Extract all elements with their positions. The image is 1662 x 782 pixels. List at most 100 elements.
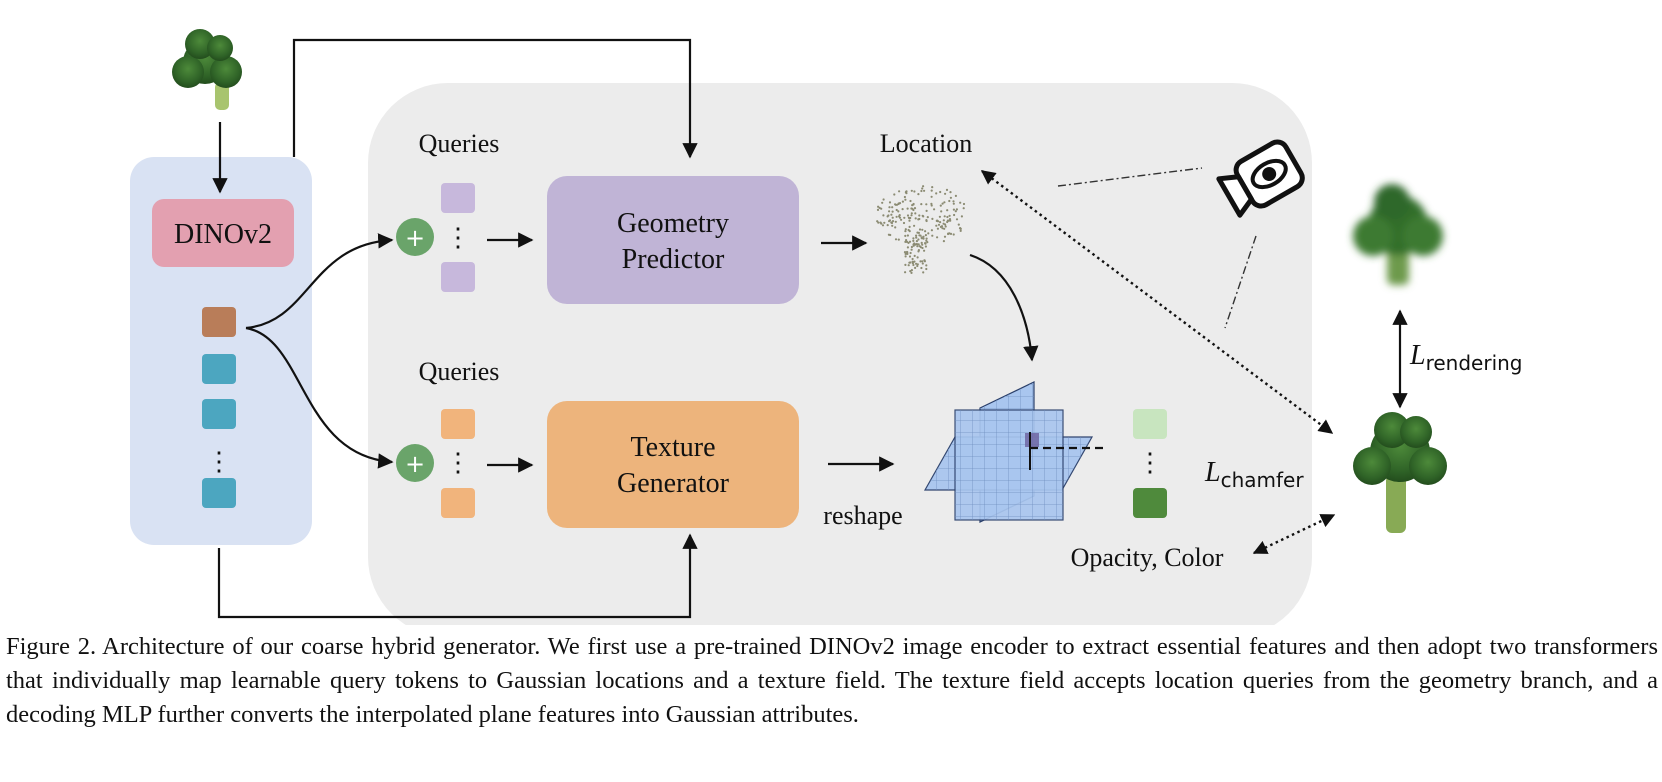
point-cloud-dot <box>910 245 914 249</box>
queries-label-top: Queries <box>419 129 500 158</box>
location-label: Location <box>880 129 972 158</box>
point-cloud-dot <box>920 241 923 244</box>
texture-generator-box <box>547 401 799 528</box>
point-cloud-dot <box>925 237 928 240</box>
plus-icon: + <box>396 444 434 482</box>
point-cloud-dot <box>912 237 915 240</box>
point-cloud-dot <box>905 252 909 255</box>
rendering-loss-label: Lrendering <box>1409 340 1523 375</box>
point-cloud-dot <box>894 226 897 229</box>
point-cloud-dot <box>904 228 907 231</box>
point-cloud-dot <box>906 214 910 217</box>
point-cloud-dot <box>943 235 947 238</box>
point-cloud-dot <box>917 218 920 221</box>
point-cloud-dot <box>944 225 947 228</box>
point-cloud-dot <box>923 259 926 262</box>
point-cloud-dot <box>935 224 938 227</box>
point-cloud-dot <box>941 202 944 205</box>
point-cloud-dot <box>909 261 912 264</box>
feature-ellipsis: ⋮ <box>206 447 232 476</box>
svg-text:+: + <box>405 450 425 478</box>
opacity-color-label: Opacity, Color <box>1071 543 1224 572</box>
point-cloud-dot <box>946 209 949 212</box>
point-cloud-dot <box>911 260 914 263</box>
point-cloud-dot <box>924 245 928 248</box>
point-cloud-dot <box>959 227 962 230</box>
point-cloud-dot <box>923 249 926 252</box>
point-cloud-dot <box>942 240 946 243</box>
point-cloud-dot <box>921 262 924 265</box>
point-cloud-dot <box>905 250 909 254</box>
point-cloud-dot <box>891 210 894 213</box>
point-cloud-dot <box>926 216 929 219</box>
point-cloud-dot <box>900 218 903 221</box>
point-cloud-dot <box>908 240 912 243</box>
point-cloud-dot <box>904 240 907 243</box>
texture-query-token <box>441 488 475 518</box>
point-cloud-dot <box>891 216 894 219</box>
input-broccoli-image <box>172 29 242 110</box>
queries-label-bottom: Queries <box>419 357 500 386</box>
point-cloud-dot <box>919 260 922 263</box>
point-cloud-dot <box>939 221 942 224</box>
point-cloud-dot <box>898 190 901 193</box>
point-cloud-dot <box>918 228 922 231</box>
point-cloud-dot <box>912 239 915 242</box>
point-cloud-dot <box>913 260 916 263</box>
point-cloud-dot <box>883 221 886 224</box>
point-cloud-dot <box>911 257 914 261</box>
reshape-label: reshape <box>823 501 902 530</box>
point-cloud-dot <box>954 210 957 213</box>
point-cloud-dot <box>904 230 907 233</box>
texture-query-token <box>441 409 475 439</box>
point-cloud-dot <box>943 201 946 204</box>
color-token <box>1133 488 1167 518</box>
point-cloud-dot <box>905 239 908 242</box>
point-cloud-dot <box>904 255 907 258</box>
point-cloud-dot <box>922 235 925 238</box>
cls-to-geometry-curve <box>245 233 394 330</box>
point-cloud-dot <box>930 189 933 192</box>
point-cloud-dot <box>903 216 906 219</box>
rendered-broccoli-image <box>1353 184 1443 285</box>
point-cloud-dot <box>889 233 892 237</box>
point-cloud-dot <box>920 189 923 193</box>
point-cloud-dot <box>876 220 879 223</box>
point-cloud-dot <box>918 214 921 217</box>
patch-feature-token <box>202 399 236 429</box>
point-cloud-dot <box>894 220 897 223</box>
point-cloud-dot <box>913 207 917 210</box>
point-cloud-dot <box>915 240 919 243</box>
point-cloud-dot <box>901 208 904 211</box>
point-cloud-dot <box>937 223 941 226</box>
caption-text: Architecture of our coarse hybrid genera… <box>6 633 1658 728</box>
point-cloud-dot <box>916 245 919 248</box>
point-cloud-dot <box>904 191 908 194</box>
dinov2-box <box>152 199 294 267</box>
point-cloud-dot <box>955 218 959 221</box>
point-cloud-dot <box>941 227 944 230</box>
point-cloud-dot <box>945 188 949 191</box>
point-cloud-dot <box>912 243 915 246</box>
geometry-query-ellipsis: ⋮ <box>445 223 471 252</box>
point-cloud-dot <box>943 227 946 230</box>
cls-to-texture-curve <box>245 326 394 469</box>
point-cloud-dot <box>907 241 910 244</box>
point-cloud-dot <box>923 189 926 192</box>
attribute-loss-arrow <box>1252 513 1336 555</box>
geometry-query-token <box>441 183 475 213</box>
point-cloud-dot <box>955 208 959 211</box>
point-cloud-dot <box>877 205 880 208</box>
point-cloud-dot <box>948 218 952 221</box>
patch-feature-token <box>202 354 236 384</box>
point-cloud-dot <box>948 199 951 203</box>
point-cloud-dot <box>908 219 911 222</box>
figure-label: Figure 2. <box>6 633 97 660</box>
point-cloud-dot <box>936 227 940 230</box>
point-cloud-dot <box>925 203 928 206</box>
point-cloud-dot <box>935 192 938 195</box>
point-cloud-dot <box>895 208 898 212</box>
point-cloud-dot <box>888 219 892 222</box>
point-cloud-dot <box>908 217 911 220</box>
point-cloud-dot <box>931 186 934 189</box>
